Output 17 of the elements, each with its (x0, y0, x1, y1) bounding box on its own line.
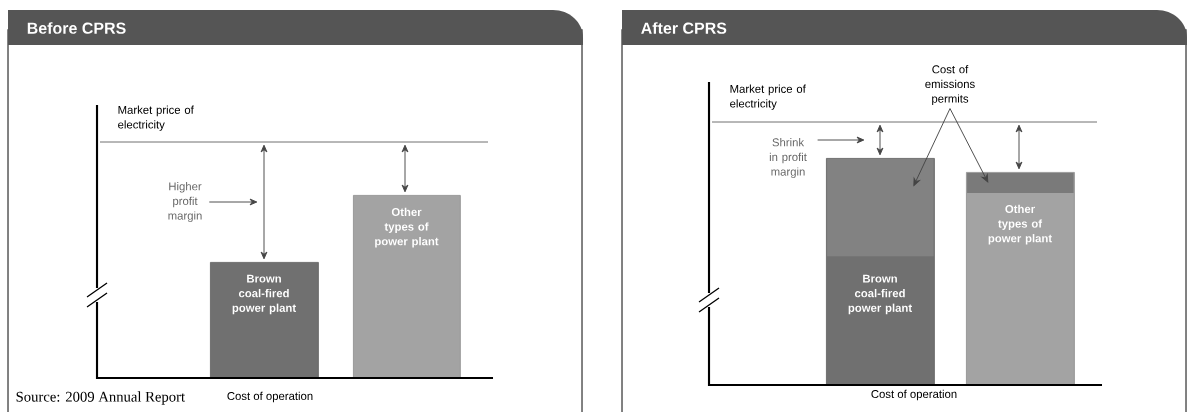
arrow (817, 136, 865, 144)
axis-label: Cost of operation (227, 391, 313, 403)
bar: Other types of power plant (353, 195, 461, 379)
callout-text: Higher profit margin (168, 182, 202, 222)
arrow (949, 108, 989, 183)
axis-label: Cost of operation (871, 389, 957, 401)
axis-label: Market price of electricity (118, 105, 194, 131)
permit-cost-segment (827, 159, 934, 257)
callout-text: Shrink in profit margin (769, 138, 807, 178)
permit-cost-segment (967, 173, 1074, 194)
source-note: Source: 2009 Annual Report (16, 391, 185, 405)
bar: Brown coal-fired power plant (210, 262, 319, 379)
bar: Other types of power plant (966, 172, 1075, 386)
arrow (208, 198, 258, 206)
axis-label: Market price of electricity (730, 84, 806, 110)
arrow (913, 108, 951, 186)
callout-text: Cost of emissions permits (925, 65, 975, 105)
